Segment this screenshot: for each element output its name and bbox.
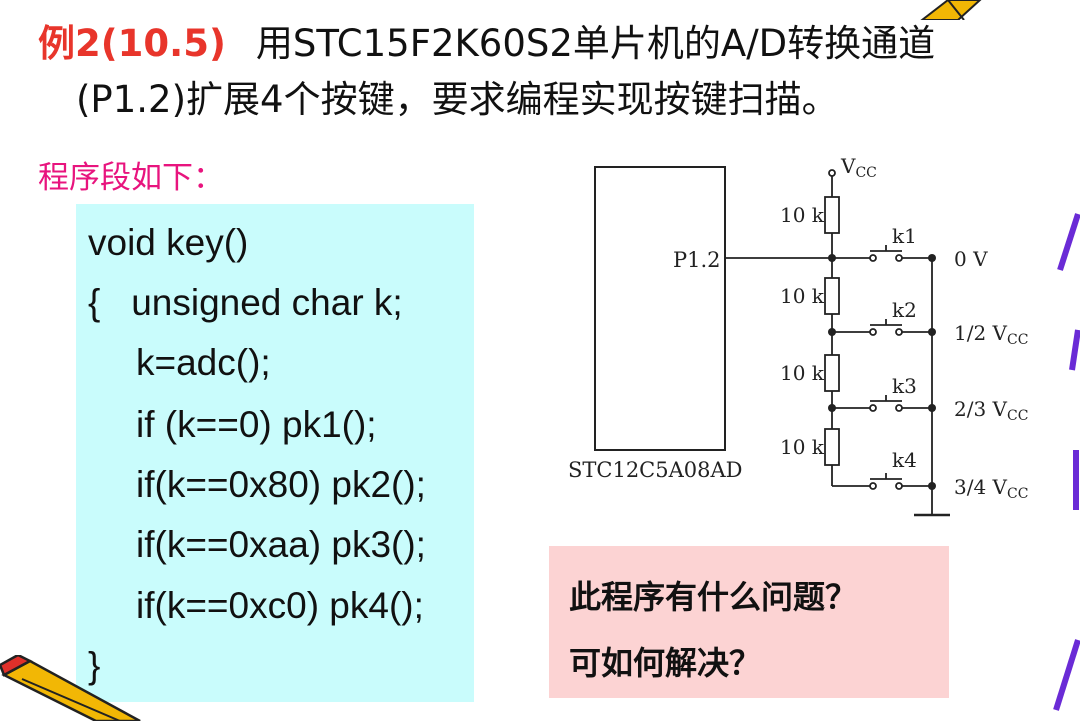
code-box: void key() { unsigned char k; k=adc(); i…	[76, 204, 474, 702]
resistor-label: 10 k	[780, 435, 825, 459]
resistor-label: 10 k	[780, 284, 825, 308]
switch-k4	[832, 473, 932, 490]
title-line-2: (P1.2)扩展4个按键，要求编程实现按键扫描。	[76, 78, 839, 121]
key-label: k1	[892, 224, 917, 248]
chip-label: STC12C5A08AD	[568, 458, 743, 482]
pencil-icon	[920, 0, 982, 20]
code-line: { unsigned char k;	[88, 282, 403, 323]
chip-body	[594, 166, 726, 451]
voltage-label: 3/4 VCC	[954, 475, 1028, 502]
slide-title: 例2(10.5) 用STC15F2K60S2单片机的A/D转换通道	[38, 16, 935, 72]
resistor	[824, 277, 840, 315]
resistor	[824, 196, 840, 234]
circuit-diagram: STC12C5A08AD P1.2 VCC 10 k 10 k 10 k 10 …	[568, 154, 1028, 517]
code-line: if(k==0xc0) pk4();	[136, 585, 424, 626]
question-line-2: 可如何解决？	[569, 644, 762, 682]
code-line: void key()	[88, 222, 249, 263]
section-label: 程序段如下：	[38, 160, 224, 196]
resistor	[824, 428, 840, 466]
pin-label: P1.2	[673, 248, 721, 272]
switch-k2	[832, 319, 932, 336]
title-line-1: 用STC15F2K60S2单片机的A/D转换通道	[255, 22, 936, 65]
code-line: if(k==0x80) pk2();	[136, 464, 426, 505]
switch-k1	[832, 245, 932, 262]
resistor-label: 10 k	[780, 203, 825, 227]
vcc-terminal	[828, 169, 836, 177]
example-label: 例2(10.5)	[38, 22, 226, 65]
voltage-label: 0 V	[954, 247, 988, 271]
switch-k3	[832, 395, 932, 412]
code-line: }	[88, 645, 101, 686]
code-line: if (k==0) pk1();	[136, 404, 377, 445]
voltage-label: 1/2 VCC	[954, 321, 1028, 348]
code-line: k=adc();	[136, 342, 271, 383]
key-label: k2	[892, 298, 917, 322]
key-label: k4	[892, 448, 917, 472]
resistor	[824, 354, 840, 392]
question-box: 此程序有什么问题？ 可如何解决？	[549, 546, 949, 698]
purple-arc-decoration	[1053, 213, 1080, 711]
pencil-icon	[0, 655, 141, 721]
resistor-label: 10 k	[780, 361, 825, 385]
key-label: k3	[892, 374, 917, 398]
vcc-label: VCC	[840, 154, 877, 181]
code-line: if(k==0xaa) pk3();	[136, 524, 426, 565]
voltage-label: 2/3 VCC	[954, 397, 1028, 424]
question-line-1: 此程序有什么问题？	[569, 578, 858, 616]
